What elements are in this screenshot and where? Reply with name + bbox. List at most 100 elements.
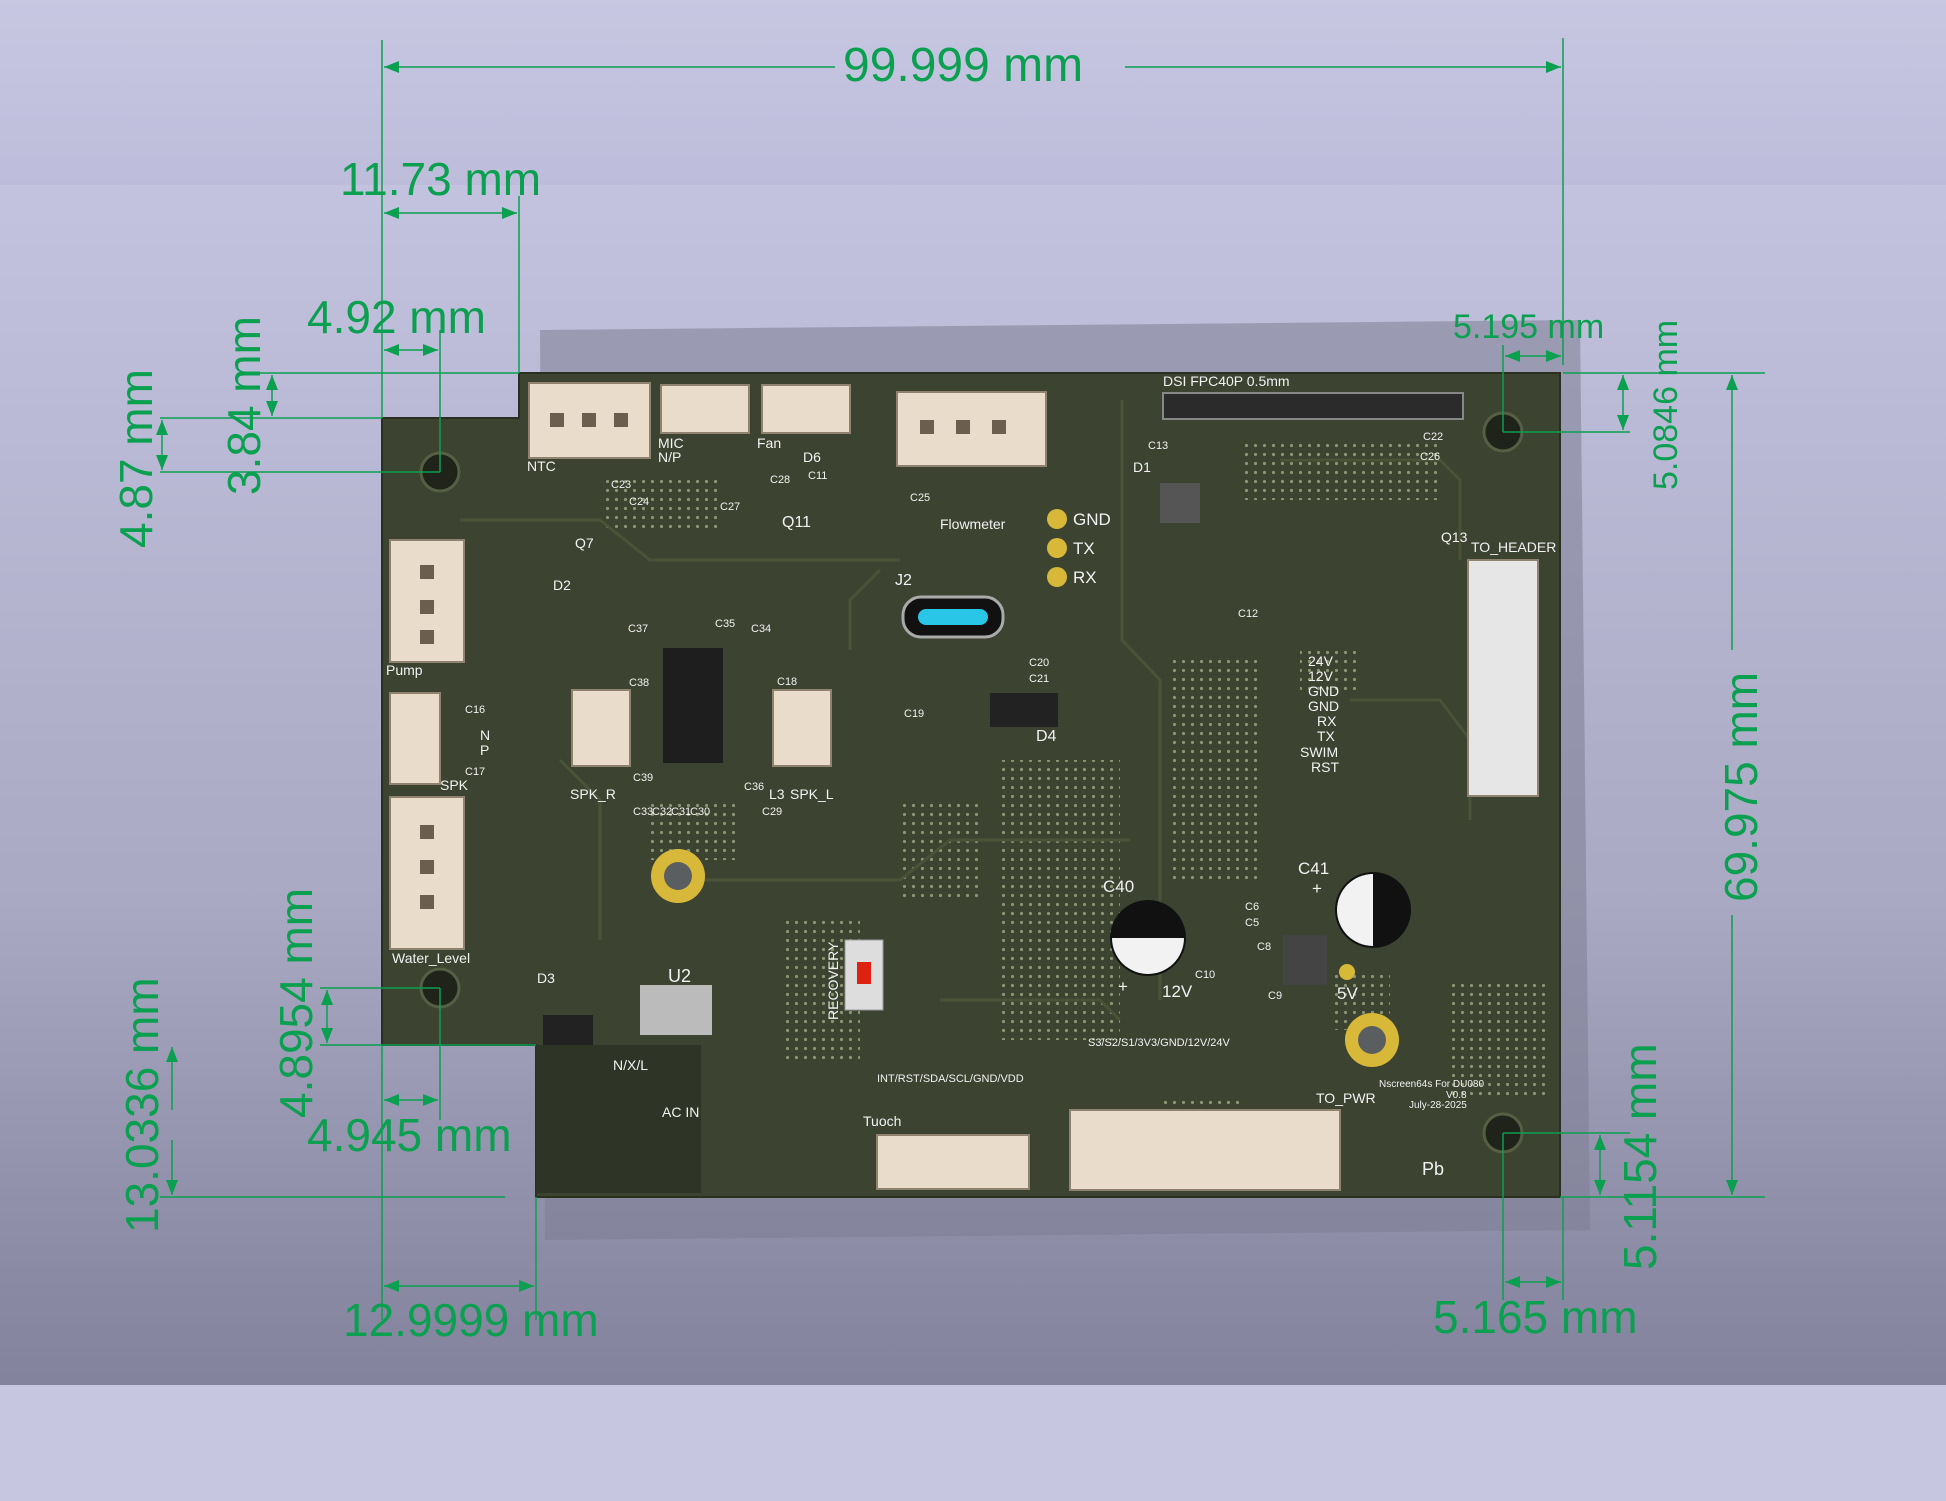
label-u2: U2 <box>668 966 691 986</box>
label-c38: C38 <box>629 677 649 689</box>
label-to-pwr: TO_PWR <box>1316 1090 1376 1106</box>
label-pwr-pins: S3/S2/S1/3V3/GND/12V/24V <box>1088 1037 1231 1049</box>
connector-dsi <box>1162 392 1464 420</box>
label-q7: Q7 <box>575 535 594 551</box>
connector-fan <box>761 384 851 434</box>
label-tuoch: Tuoch <box>863 1113 901 1129</box>
label-header-pin-2: GND <box>1308 683 1339 699</box>
label-d6: D6 <box>803 449 821 465</box>
label-c31: C31 <box>671 806 691 818</box>
label-q11: Q11 <box>782 514 811 531</box>
label-header-pin-7: RST <box>1311 759 1339 775</box>
label-pb: Pb <box>1422 1159 1444 1179</box>
label-gnd: GND <box>1073 510 1111 529</box>
label-rx: RX <box>1073 568 1097 587</box>
label-credit: Nscreen64s For DU080 <box>1379 1079 1484 1090</box>
dim-notch-depth: 3.84 mm <box>218 316 270 495</box>
gnd-pad <box>1047 509 1067 529</box>
label-header-pin-1: 12V <box>1308 668 1334 684</box>
label-c39: C39 <box>633 772 653 784</box>
label-c37: C37 <box>628 623 648 635</box>
label-l3: L3 <box>769 786 785 802</box>
dim-total-width: 99.999 mm <box>843 39 1083 92</box>
label-water-level: Water_Level <box>392 950 470 966</box>
label-5v: 5V <box>1337 984 1358 1003</box>
connector-mic <box>660 384 750 434</box>
label-to-header: TO_HEADER <box>1471 539 1556 555</box>
connector-tuoch <box>876 1134 1030 1190</box>
label-header-pin-5: TX <box>1317 728 1336 744</box>
label-touch-pins: INT/RST/SDA/SCL/GND/VDD <box>877 1073 1024 1085</box>
label-c8: C8 <box>1257 941 1271 953</box>
connector-to-pwr <box>1069 1109 1341 1191</box>
label-c36: C36 <box>744 781 764 793</box>
label-pump: Pump <box>386 662 423 678</box>
label-c18: C18 <box>777 676 797 688</box>
d4-diode <box>990 693 1058 727</box>
label-j2: J2 <box>895 572 912 589</box>
dim-total-height: 69.975 mm <box>1715 672 1767 902</box>
label-p: P <box>480 742 489 758</box>
label-n: N <box>480 727 490 743</box>
dim-top-hole-y: 4.87 mm <box>110 369 162 548</box>
label-d1: D1 <box>1133 459 1151 475</box>
dim-notch-width: 11.73 mm <box>340 153 541 205</box>
label-ac-in: AC IN <box>662 1104 699 1120</box>
dim-bottom-notch-height: 13.0336 mm <box>116 977 168 1233</box>
dim-bottom-notch-width: 12.9999 mm <box>343 1294 599 1346</box>
label-c17: C17 <box>465 766 485 778</box>
dim-bottom-right-hole-x: 5.165 mm <box>1433 1291 1638 1343</box>
label-c29: C29 <box>762 806 782 818</box>
connector-flowmeter <box>896 391 1047 467</box>
capacitors <box>1047 509 1411 980</box>
dimension-lines <box>156 38 1765 1320</box>
label-mic: MIC <box>658 435 684 451</box>
label-c30: C30 <box>690 806 710 818</box>
label-c5: C5 <box>1245 917 1259 929</box>
label-c26: C26 <box>1420 451 1440 463</box>
label-spk: SPK <box>440 777 469 793</box>
label-header-pin-0: 24V <box>1308 653 1334 669</box>
label-c32: C32 <box>652 806 672 818</box>
label-q13: Q13 <box>1441 529 1468 545</box>
label-c27: C27 <box>720 501 740 513</box>
label-c12: C12 <box>1238 608 1258 620</box>
connector-spk-l <box>772 689 832 767</box>
dim-left-low-hole-x: 4.945 mm <box>307 1109 512 1161</box>
label-c20: C20 <box>1029 657 1049 669</box>
label-spk-r: SPK_R <box>570 786 616 802</box>
label-d4: D4 <box>1036 728 1057 745</box>
label-c16: C16 <box>465 704 485 716</box>
d1-ic <box>1160 483 1200 523</box>
label-header-pin-4: RX <box>1317 713 1337 729</box>
label-spk-l: SPK_L <box>790 786 834 802</box>
label-c21: C21 <box>1029 673 1049 685</box>
5v-pad <box>1339 964 1355 980</box>
label-c22: C22 <box>1423 431 1443 443</box>
label-12v: 12V <box>1162 982 1193 1001</box>
label-c6: C6 <box>1245 901 1259 913</box>
rx-pad <box>1047 567 1067 587</box>
label-fan: Fan <box>757 435 781 451</box>
connector-pins <box>420 413 1006 1157</box>
label-c23: C23 <box>611 479 631 491</box>
label-c10: C10 <box>1195 969 1215 981</box>
label-ntc: NTC <box>527 458 556 474</box>
dim-left-low-hole-y: 4.8954 mm <box>270 888 322 1118</box>
label-c9: C9 <box>1268 990 1282 1002</box>
tx-pad <box>1047 538 1067 558</box>
silkscreen-text: DSI FPC40P 0.5mm NTC MIC N/P Fan Q7 Q11 … <box>386 373 1556 1179</box>
label-c33: C33 <box>633 806 653 818</box>
dim-bottom-right-hole-y: 5.1154 mm <box>1614 1043 1666 1270</box>
dim-top-hole-x: 4.92 mm <box>307 291 486 343</box>
dim-right-hole-y: 5.0846 mm <box>1647 320 1685 490</box>
audio-amp-ic <box>663 648 723 763</box>
label-c41-plus: + <box>1312 879 1322 898</box>
background-bottom-band <box>0 1385 1946 1501</box>
dim-right-hole-x: 5.195 mm <box>1453 308 1604 346</box>
label-header-pin-3: GND <box>1308 698 1339 714</box>
dimension-labels: 99.999 mm 11.73 mm 4.92 mm 4.87 mm 3.84 … <box>110 39 1767 1346</box>
label-c34: C34 <box>751 623 771 635</box>
label-tx: TX <box>1073 539 1095 558</box>
